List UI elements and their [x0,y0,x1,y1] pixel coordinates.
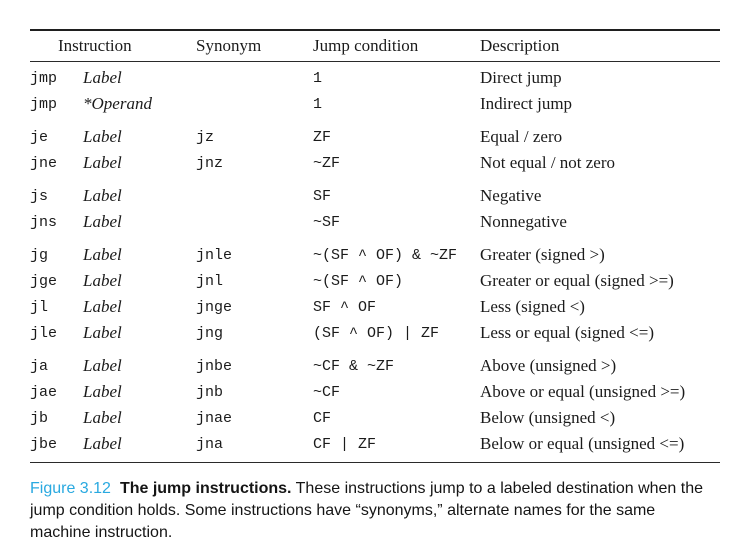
header-jump-condition: Jump condition [313,36,419,55]
cell-condition: ~ZF [313,154,341,172]
cell-instruction: je [30,128,49,146]
cell-condition: ~SF [313,213,341,231]
cell-condition: CF [313,409,332,427]
cell-operand: Label [83,382,122,401]
cell-instruction: jb [30,409,49,427]
cell-operand: Label [83,356,122,375]
cell-description: Indirect jump [480,94,573,113]
cell-synonym: jz [196,128,215,146]
cell-operand: Label [83,271,122,290]
cell-synonym: jna [196,435,224,453]
cell-operand: Label [83,153,122,172]
figure-title: The jump instructions. [119,480,292,497]
table-header-row: Instruction Synonym Jump condition Descr… [30,31,720,61]
cell-operand: Label [83,68,122,87]
cell-synonym: jnle [196,246,233,264]
cell-instruction: jbe [30,435,58,453]
cell-description: Below (unsigned <) [480,408,616,427]
table-row: jns Label ~SF Nonnegative [30,209,720,235]
cell-condition: ~CF [313,383,341,401]
cell-condition: 1 [313,69,323,87]
cell-description: Direct jump [480,68,562,87]
cell-operand: Label [83,212,122,231]
cell-instruction: jae [30,383,58,401]
jump-instructions-table: Instruction Synonym Jump condition Descr… [30,29,720,463]
cell-description: Equal / zero [480,127,563,146]
cell-condition: SF ^ OF [313,298,377,316]
table-top-rule [30,29,720,31]
cell-synonym: jnbe [196,357,233,375]
header-description: Description [480,36,560,55]
cell-condition: (SF ^ OF) | ZF [313,324,440,342]
figure-caption-text: These instructions jump to a labeled des… [30,480,704,541]
cell-description: Less or equal (signed <=) [480,323,655,342]
header-instruction: Instruction [58,36,132,55]
cell-operand: Label [83,245,122,264]
table-row: jae Label jnb ~CF Above or equal (unsigned >… [30,379,720,405]
figure-label: Figure 3.12 [30,480,111,497]
table-row: jle Label jng (SF ^ OF) | ZF Less or equal (… [30,320,720,346]
cell-description: Negative [480,186,542,205]
cell-instruction: jns [30,213,58,231]
table-row: jge Label jnl ~(SF ^ OF) Greater or equal (s… [30,268,720,294]
cell-description: Nonnegative [480,212,567,231]
cell-condition: ~(SF ^ OF) & ~ZF [313,246,458,264]
cell-instruction: jmp [30,69,58,87]
table-row: jbe Label jna CF | ZF Below or equal (unsign… [30,431,720,457]
cell-description: Above or equal (unsigned >=) [480,382,686,401]
cell-condition: CF | ZF [313,435,377,453]
cell-instruction: jne [30,154,58,172]
cell-instruction: jle [30,324,58,342]
cell-instruction: jmp [30,95,58,113]
table-row: js Label SF Negative [30,183,720,209]
cell-condition: 1 [313,95,323,113]
cell-instruction: jg [30,246,49,264]
cell-description: Greater (signed >) [480,245,605,264]
cell-description: Below or equal (unsigned <=) [480,434,685,453]
table-row: jb Label jnae CF Below (unsigned <) [30,405,720,431]
cell-operand: Label [83,127,122,146]
table-row: ja Label jnbe ~CF & ~ZF Above (unsigned >) [30,353,720,379]
cell-operand: Label [83,186,122,205]
figure-caption: Figure 3.12 The jump instructions. These … [30,478,712,544]
cell-instruction: jl [30,298,49,316]
cell-instruction: jge [30,272,58,290]
cell-synonym: jnz [196,154,224,172]
cell-synonym: jnae [196,409,233,427]
table-row: jl Label jnge SF ^ OF Less (signed <) [30,294,720,320]
cell-operand: Label [83,323,122,342]
cell-condition: SF [313,187,332,205]
cell-operand: Label [83,297,122,316]
cell-description: Greater or equal (signed >=) [480,271,674,290]
cell-synonym: jnb [196,383,224,401]
table-row: jmp *Operand 1 Indirect jump [30,91,720,117]
cell-synonym: jnl [196,272,224,290]
cell-synonym: jng [196,324,224,342]
header-synonym: Synonym [196,36,262,55]
cell-operand: Label [83,434,122,453]
cell-condition: ~CF & ~ZF [313,357,395,375]
cell-description: Less (signed <) [480,297,585,316]
table-row: je Label jz ZF Equal / zero [30,124,720,150]
table-row: jmp Label 1 Direct jump [30,65,720,91]
cell-description: Above (unsigned >) [480,356,617,375]
cell-synonym: jnge [196,298,233,316]
cell-condition: ZF [313,128,332,146]
cell-instruction: js [30,187,49,205]
table-row: jg Label jnle ~(SF ^ OF) & ~ZF Greater (sign… [30,242,720,268]
table-row: jne Label jnz ~ZF Not equal / not zero [30,150,720,176]
cell-instruction: ja [30,357,49,375]
cell-operand: *Operand [83,94,152,113]
table-bottom-rule [30,462,720,463]
table-header-rule [30,61,720,62]
cell-condition: ~(SF ^ OF) [313,272,404,290]
cell-description: Not equal / not zero [480,153,616,172]
cell-operand: Label [83,408,122,427]
